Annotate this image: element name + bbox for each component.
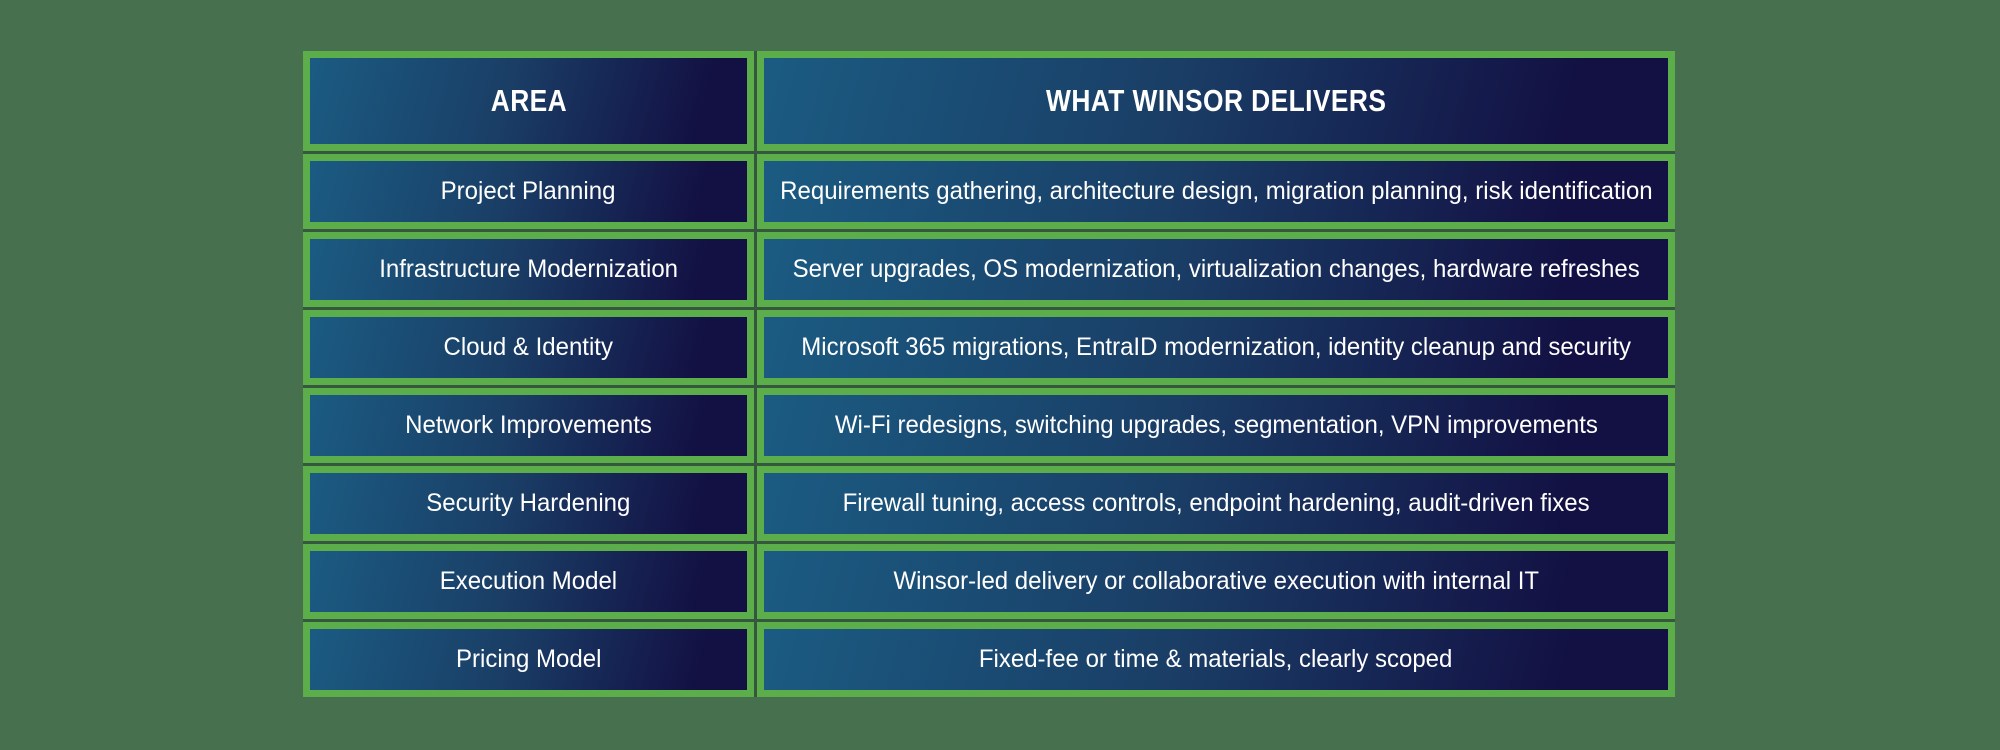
area-cell-network-improvements: Network Improvements <box>303 388 754 463</box>
area-label: Cloud & Identity <box>443 333 614 361</box>
area-label: Infrastructure Modernization <box>379 255 678 283</box>
delivers-cell-cloud-identity: Microsoft 365 migrations, EntraID modern… <box>757 310 1675 385</box>
area-label: Pricing Model <box>455 645 602 673</box>
header-delivers-cell: WHAT WINSOR DELIVERS <box>757 51 1675 151</box>
delivers-label: Server upgrades, OS modernization, virtu… <box>792 255 1640 283</box>
area-cell-infrastructure-modernization: Infrastructure Modernization <box>303 232 754 307</box>
delivers-label: Winsor-led delivery or collaborative exe… <box>893 567 1539 595</box>
delivers-cell-pricing-model: Fixed-fee or time & materials, clearly s… <box>757 622 1675 697</box>
area-label: Project Planning <box>441 177 616 205</box>
area-label: Execution Model <box>439 567 618 595</box>
header-delivers-label: WHAT WINSOR DELIVERS <box>1045 83 1387 118</box>
area-cell-cloud-identity: Cloud & Identity <box>303 310 754 385</box>
area-label: Security Hardening <box>426 489 631 517</box>
area-cell-pricing-model: Pricing Model <box>303 622 754 697</box>
area-cell-security-hardening: Security Hardening <box>303 466 754 541</box>
area-cell-execution-model: Execution Model <box>303 544 754 619</box>
delivers-cell-network-improvements: Wi-Fi redesigns, switching upgrades, seg… <box>757 388 1675 463</box>
delivers-label: Wi-Fi redesigns, switching upgrades, seg… <box>834 411 1598 439</box>
delivers-cell-project-planning: Requirements gathering, architecture des… <box>757 154 1675 229</box>
area-label: Network Improvements <box>405 411 652 439</box>
header-area-label: AREA <box>490 83 567 118</box>
delivers-label: Requirements gathering, architecture des… <box>779 177 1653 205</box>
delivers-label: Microsoft 365 migrations, EntraID modern… <box>801 333 1631 361</box>
services-table: AREA WHAT WINSOR DELIVERS Project Planni… <box>303 51 1675 697</box>
delivers-label: Firewall tuning, access controls, endpoi… <box>842 489 1590 517</box>
header-area-cell: AREA <box>303 51 754 151</box>
area-cell-project-planning: Project Planning <box>303 154 754 229</box>
delivers-cell-infrastructure-modernization: Server upgrades, OS modernization, virtu… <box>757 232 1675 307</box>
delivers-label: Fixed-fee or time & materials, clearly s… <box>979 645 1453 673</box>
delivers-cell-execution-model: Winsor-led delivery or collaborative exe… <box>757 544 1675 619</box>
delivers-cell-security-hardening: Firewall tuning, access controls, endpoi… <box>757 466 1675 541</box>
